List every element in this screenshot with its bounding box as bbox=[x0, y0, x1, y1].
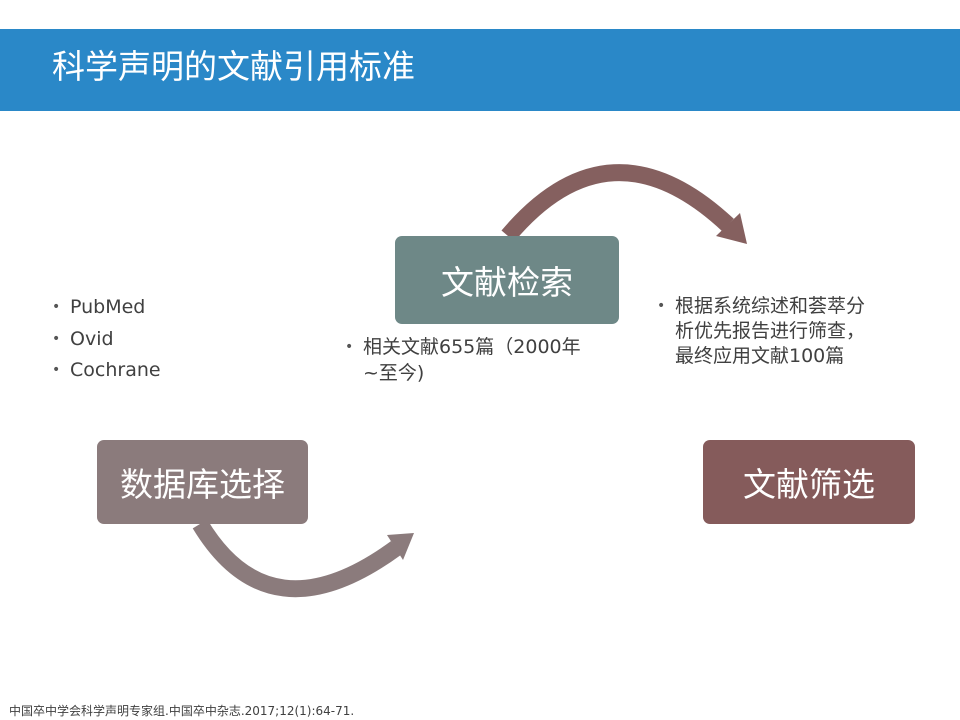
screening-box: 文献筛选 bbox=[703, 440, 915, 524]
list-item: Cochrane bbox=[52, 355, 161, 387]
page-title: 科学声明的文献引用标准 bbox=[52, 47, 415, 86]
search-list: 相关文献655篇（2000年~至今) bbox=[345, 334, 595, 386]
database-box: 数据库选择 bbox=[97, 440, 308, 524]
title-bar: 科学声明的文献引用标准 bbox=[0, 29, 960, 111]
arrowhead-bottom-icon bbox=[387, 533, 414, 560]
search-box: 文献检索 bbox=[395, 236, 619, 324]
list-item: Ovid bbox=[52, 324, 161, 356]
database-list: PubMed Ovid Cochrane bbox=[52, 292, 161, 387]
list-item: PubMed bbox=[52, 292, 161, 324]
list-item: 相关文献655篇（2000年~至今) bbox=[345, 334, 595, 386]
database-box-label: 数据库选择 bbox=[120, 465, 285, 504]
arrow-search-to-screening bbox=[501, 164, 734, 242]
search-box-label: 文献检索 bbox=[441, 263, 573, 302]
arrowhead-top-icon bbox=[716, 213, 747, 244]
citation: 中国卒中学会科学声明专家组.中国卒中杂志.2017;12(1):64-71. bbox=[9, 704, 355, 718]
screening-list: 根据系统综述和荟萃分析优先报告进行筛查，最终应用文献100篇 bbox=[657, 294, 882, 369]
arrow-database-to-search bbox=[192, 519, 402, 598]
list-item: 根据系统综述和荟萃分析优先报告进行筛查，最终应用文献100篇 bbox=[657, 294, 882, 369]
screening-box-label: 文献筛选 bbox=[743, 465, 875, 504]
